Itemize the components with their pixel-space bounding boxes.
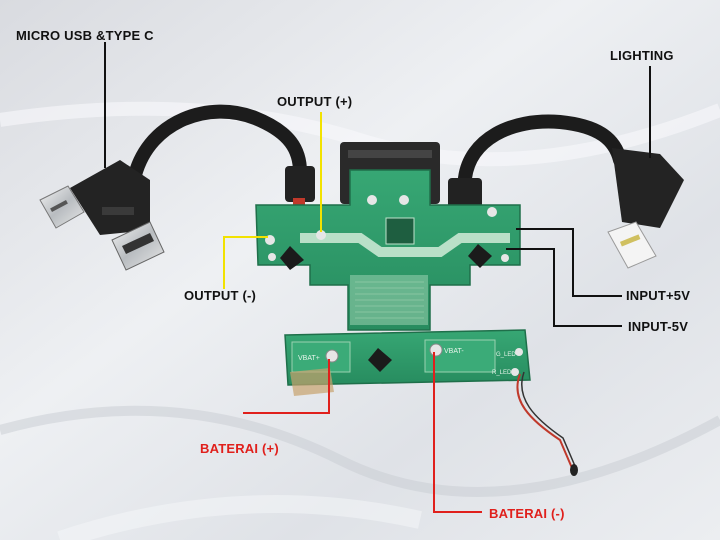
line-output-minus xyxy=(223,236,268,289)
label-output-plus: OUTPUT (+) xyxy=(277,94,353,109)
annotation-lines xyxy=(104,42,651,513)
lightning-plug xyxy=(607,221,657,269)
tape xyxy=(290,368,334,396)
foil-crease xyxy=(0,101,720,167)
line-baterai-minus xyxy=(433,352,482,513)
led-wires xyxy=(516,371,578,476)
vbat-minus-marking: VBAT- xyxy=(444,348,464,355)
line-input-plus xyxy=(516,228,622,297)
label-baterai-plus: BATERAI (+) xyxy=(200,441,279,456)
pcb-battery-board: VBAT+ VBAT- G_LED R_LED xyxy=(284,329,531,386)
micro-usb-type-c-cable xyxy=(39,104,315,271)
label-output-minus: OUTPUT (-) xyxy=(184,288,257,303)
label-input-minus-5v: INPUT-5V xyxy=(628,319,689,334)
label-input-plus-5v: INPUT+5V xyxy=(626,288,691,303)
line-input-minus xyxy=(506,248,622,327)
label-baterai-minus: BATERAI (-) xyxy=(489,506,565,521)
foil-crease xyxy=(0,405,720,497)
label-lighting: LIGHTING xyxy=(610,48,674,63)
r-led-marking: R_LED xyxy=(492,370,512,376)
vbat-plus-marking: VBAT+ xyxy=(298,355,320,362)
g-led-marking: G_LED xyxy=(496,352,516,358)
label-micro-usb-type-c: MICRO USB &TYPE C xyxy=(16,28,154,43)
foil-crease xyxy=(57,495,422,540)
type-c-plug xyxy=(111,221,165,271)
line-baterai-plus xyxy=(243,359,330,414)
micro-usb-plug xyxy=(39,185,85,229)
